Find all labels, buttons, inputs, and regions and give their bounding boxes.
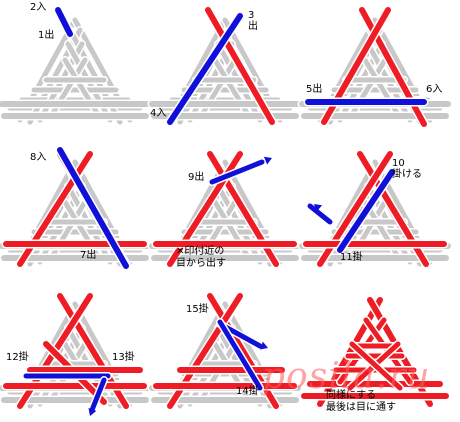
label-7-out: 7出 [80,250,97,261]
label-9-out: 9出 [188,172,205,183]
blue-strand [209,159,265,185]
label-15-hook: 15掛 [186,304,209,315]
blue-strand [307,203,333,225]
label-5-out: 5出 [306,84,323,95]
panel-3-figure [297,5,453,129]
panel-9-figure [299,295,451,409]
note-final: 同様にする 最後は目に通す [326,390,396,413]
panel-8-figure [147,291,303,411]
panel-5-figure [147,149,303,269]
note-x-mark: ✕印付近の 目から出す [176,246,226,269]
arrow-head [263,156,272,165]
label-2-in: 2入 [30,2,47,13]
panel-step-8: 15掛 14掛 [147,284,303,422]
arrow-head [259,341,268,350]
panel-step-6: 10 掛ける 11掛 [297,142,453,280]
panel-4-figure [0,145,153,271]
label-3-out: 3 出 [248,10,258,32]
arrow-head [88,407,97,416]
panel-step-9: 同様にする 最後は目に通す [299,284,451,422]
panel-2-figure [147,5,303,127]
blue-strand [167,13,243,125]
panel-6-figure [297,149,453,269]
label-4-in: 4入 [150,108,167,119]
label-11-hook: 11掛 [340,252,363,263]
label-14-hook: 14掛 [236,386,259,397]
panel-step-7: 12掛 13掛 [0,284,153,422]
panel-step-5: 9出 ✕印付近の 目から出す [147,142,303,280]
blue-strand [89,377,107,413]
label-12-hook: 12掛 [6,352,29,363]
panel-1-figure [0,5,153,126]
label-1-out: 1出 [38,30,55,41]
panel-7-figure [0,291,153,416]
blue-strand [337,169,395,253]
label-13-hook: 13掛 [112,352,135,363]
panel-step-3: 5出 6入 [297,0,453,138]
red-strand [349,341,403,391]
arrow-head [314,204,323,212]
blue-strand [217,319,263,391]
blue-strand [57,147,129,269]
label-10-hook: 10 掛ける [392,158,422,180]
label-8-in: 8入 [30,152,47,163]
panel-step-4: 8入 7出 [0,142,153,280]
red-strand [205,7,275,125]
panel-step-1: 2入 1出 [0,0,153,138]
panel-step-2: 3 出 4入 [147,0,303,138]
label-6-in: 6入 [426,84,443,95]
blue-strand [55,7,73,37]
